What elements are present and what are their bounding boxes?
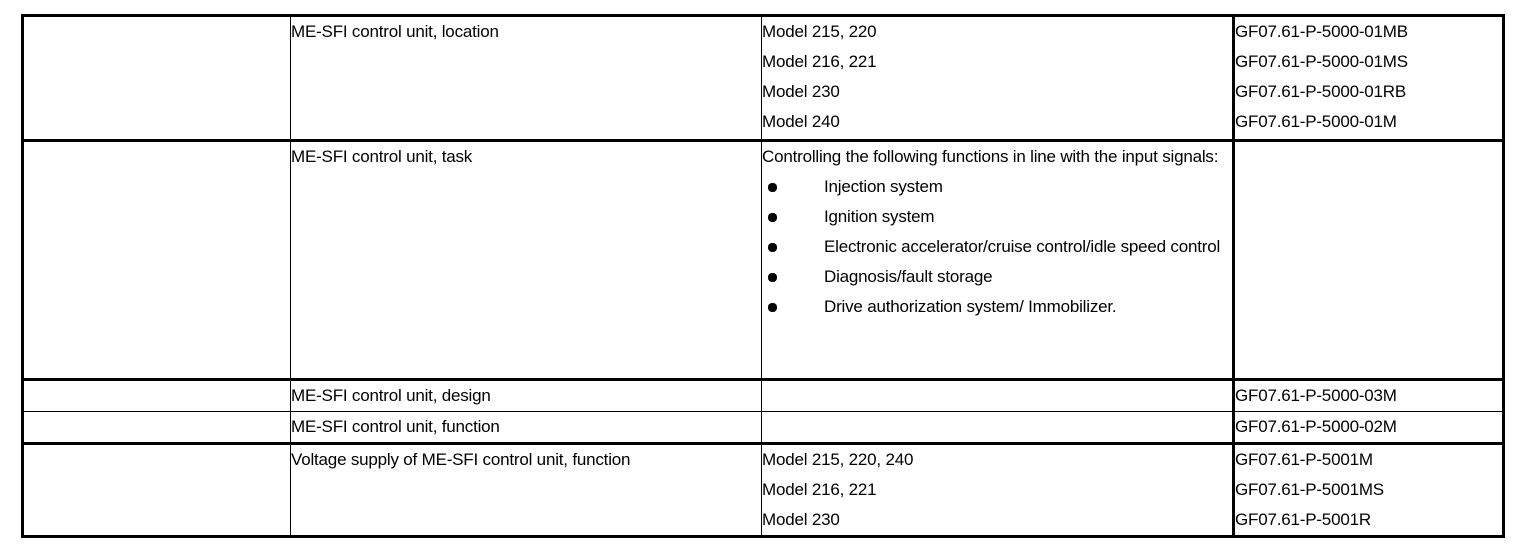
reference-code: GF07.61-P-5001R	[1235, 510, 1371, 529]
reference-code: GF07.61-P-5001MS	[1235, 480, 1384, 499]
topic-text: ME-SFI control unit, location	[291, 22, 499, 41]
row-function-references: GF07.61-P-5000-02M	[1232, 411, 1505, 445]
reference-code: GF07.61-P-5001M	[1235, 450, 1373, 469]
bullet-icon	[768, 243, 777, 252]
model-line: Model 240	[762, 112, 840, 131]
row-function-models	[761, 411, 1234, 445]
row-function-col-blank	[21, 411, 291, 445]
row-location-references: GF07.61-P-5000-01MB GF07.61-P-5000-01MS …	[1232, 14, 1505, 142]
row-design-references: GF07.61-P-5000-03M	[1232, 379, 1505, 412]
row-design-topic: ME-SFI control unit, design	[290, 379, 762, 412]
reference-code: GF07.61-P-5000-01M	[1235, 112, 1397, 131]
list-item-label: Diagnosis/fault storage	[824, 267, 993, 286]
reference-code: GF07.61-P-5000-02M	[1235, 417, 1397, 436]
table-row: ME-SFI control unit, function GF07.61-P-…	[21, 411, 1505, 445]
model-line: Model 215, 220	[762, 22, 877, 41]
list-item: Drive authorization system/ Immobilizer.	[762, 292, 1232, 322]
table-row: ME-SFI control unit, task Controlling th…	[21, 140, 1505, 381]
row-voltage-models: Model 215, 220, 240 Model 216, 221 Model…	[761, 443, 1234, 538]
topic-text: ME-SFI control unit, task	[291, 147, 473, 166]
reference-code: GF07.61-P-5000-01MB	[1235, 22, 1408, 41]
list-item-label: Electronic accelerator/cruise control/id…	[824, 237, 1221, 256]
list-item-label: Ignition system	[824, 207, 935, 226]
bullet-icon	[768, 303, 777, 312]
table-row: ME-SFI control unit, design GF07.61-P-50…	[21, 379, 1505, 412]
reference-code: GF07.61-P-5000-01MS	[1235, 52, 1408, 71]
row-location-models: Model 215, 220 Model 216, 221 Model 230 …	[761, 14, 1234, 142]
reference-code: GF07.61-P-5000-03M	[1235, 386, 1397, 405]
list-item-label: Injection system	[824, 177, 943, 196]
row-voltage-col-blank	[21, 443, 291, 538]
row-location-col-blank	[21, 14, 291, 142]
row-voltage-references: GF07.61-P-5001M GF07.61-P-5001MS GF07.61…	[1232, 443, 1505, 538]
reference-table: ME-SFI control unit, location Model 215,…	[21, 14, 1505, 538]
row-task-references	[1232, 140, 1505, 381]
topic-text: ME-SFI control unit, function	[291, 417, 500, 436]
task-intro-text: Controlling the following functions in l…	[762, 147, 1219, 166]
row-voltage-topic: Voltage supply of ME-SFI control unit, f…	[290, 443, 762, 538]
reference-code: GF07.61-P-5000-01RB	[1235, 82, 1407, 101]
function-list: Injection system Ignition system Electro…	[762, 172, 1232, 322]
table-row: ME-SFI control unit, location Model 215,…	[21, 14, 1505, 142]
list-item-label: Drive authorization system/ Immobilizer.	[824, 297, 1117, 316]
topic-text: ME-SFI control unit, design	[291, 386, 491, 405]
row-task-col-blank	[21, 140, 291, 381]
model-line: Model 216, 221	[762, 480, 877, 499]
model-line: Model 230	[762, 510, 840, 529]
model-line: Model 215, 220, 240	[762, 450, 914, 469]
table-row: Voltage supply of ME-SFI control unit, f…	[21, 443, 1505, 538]
bullet-icon	[768, 183, 777, 192]
row-design-models	[761, 379, 1234, 412]
row-design-col-blank	[21, 379, 291, 412]
row-function-topic: ME-SFI control unit, function	[290, 411, 762, 445]
bullet-icon	[768, 273, 777, 282]
row-task-description: Controlling the following functions in l…	[761, 140, 1234, 381]
list-item: Injection system	[762, 172, 1232, 202]
topic-text: Voltage supply of ME-SFI control unit, f…	[291, 450, 631, 469]
model-line: Model 216, 221	[762, 52, 877, 71]
row-location-topic: ME-SFI control unit, location	[290, 14, 762, 142]
bullet-icon	[768, 213, 777, 222]
list-item: Diagnosis/fault storage	[762, 262, 1232, 292]
list-item: Electronic accelerator/cruise control/id…	[762, 232, 1232, 262]
list-item: Ignition system	[762, 202, 1232, 232]
row-task-topic: ME-SFI control unit, task	[290, 140, 762, 381]
model-line: Model 230	[762, 82, 840, 101]
